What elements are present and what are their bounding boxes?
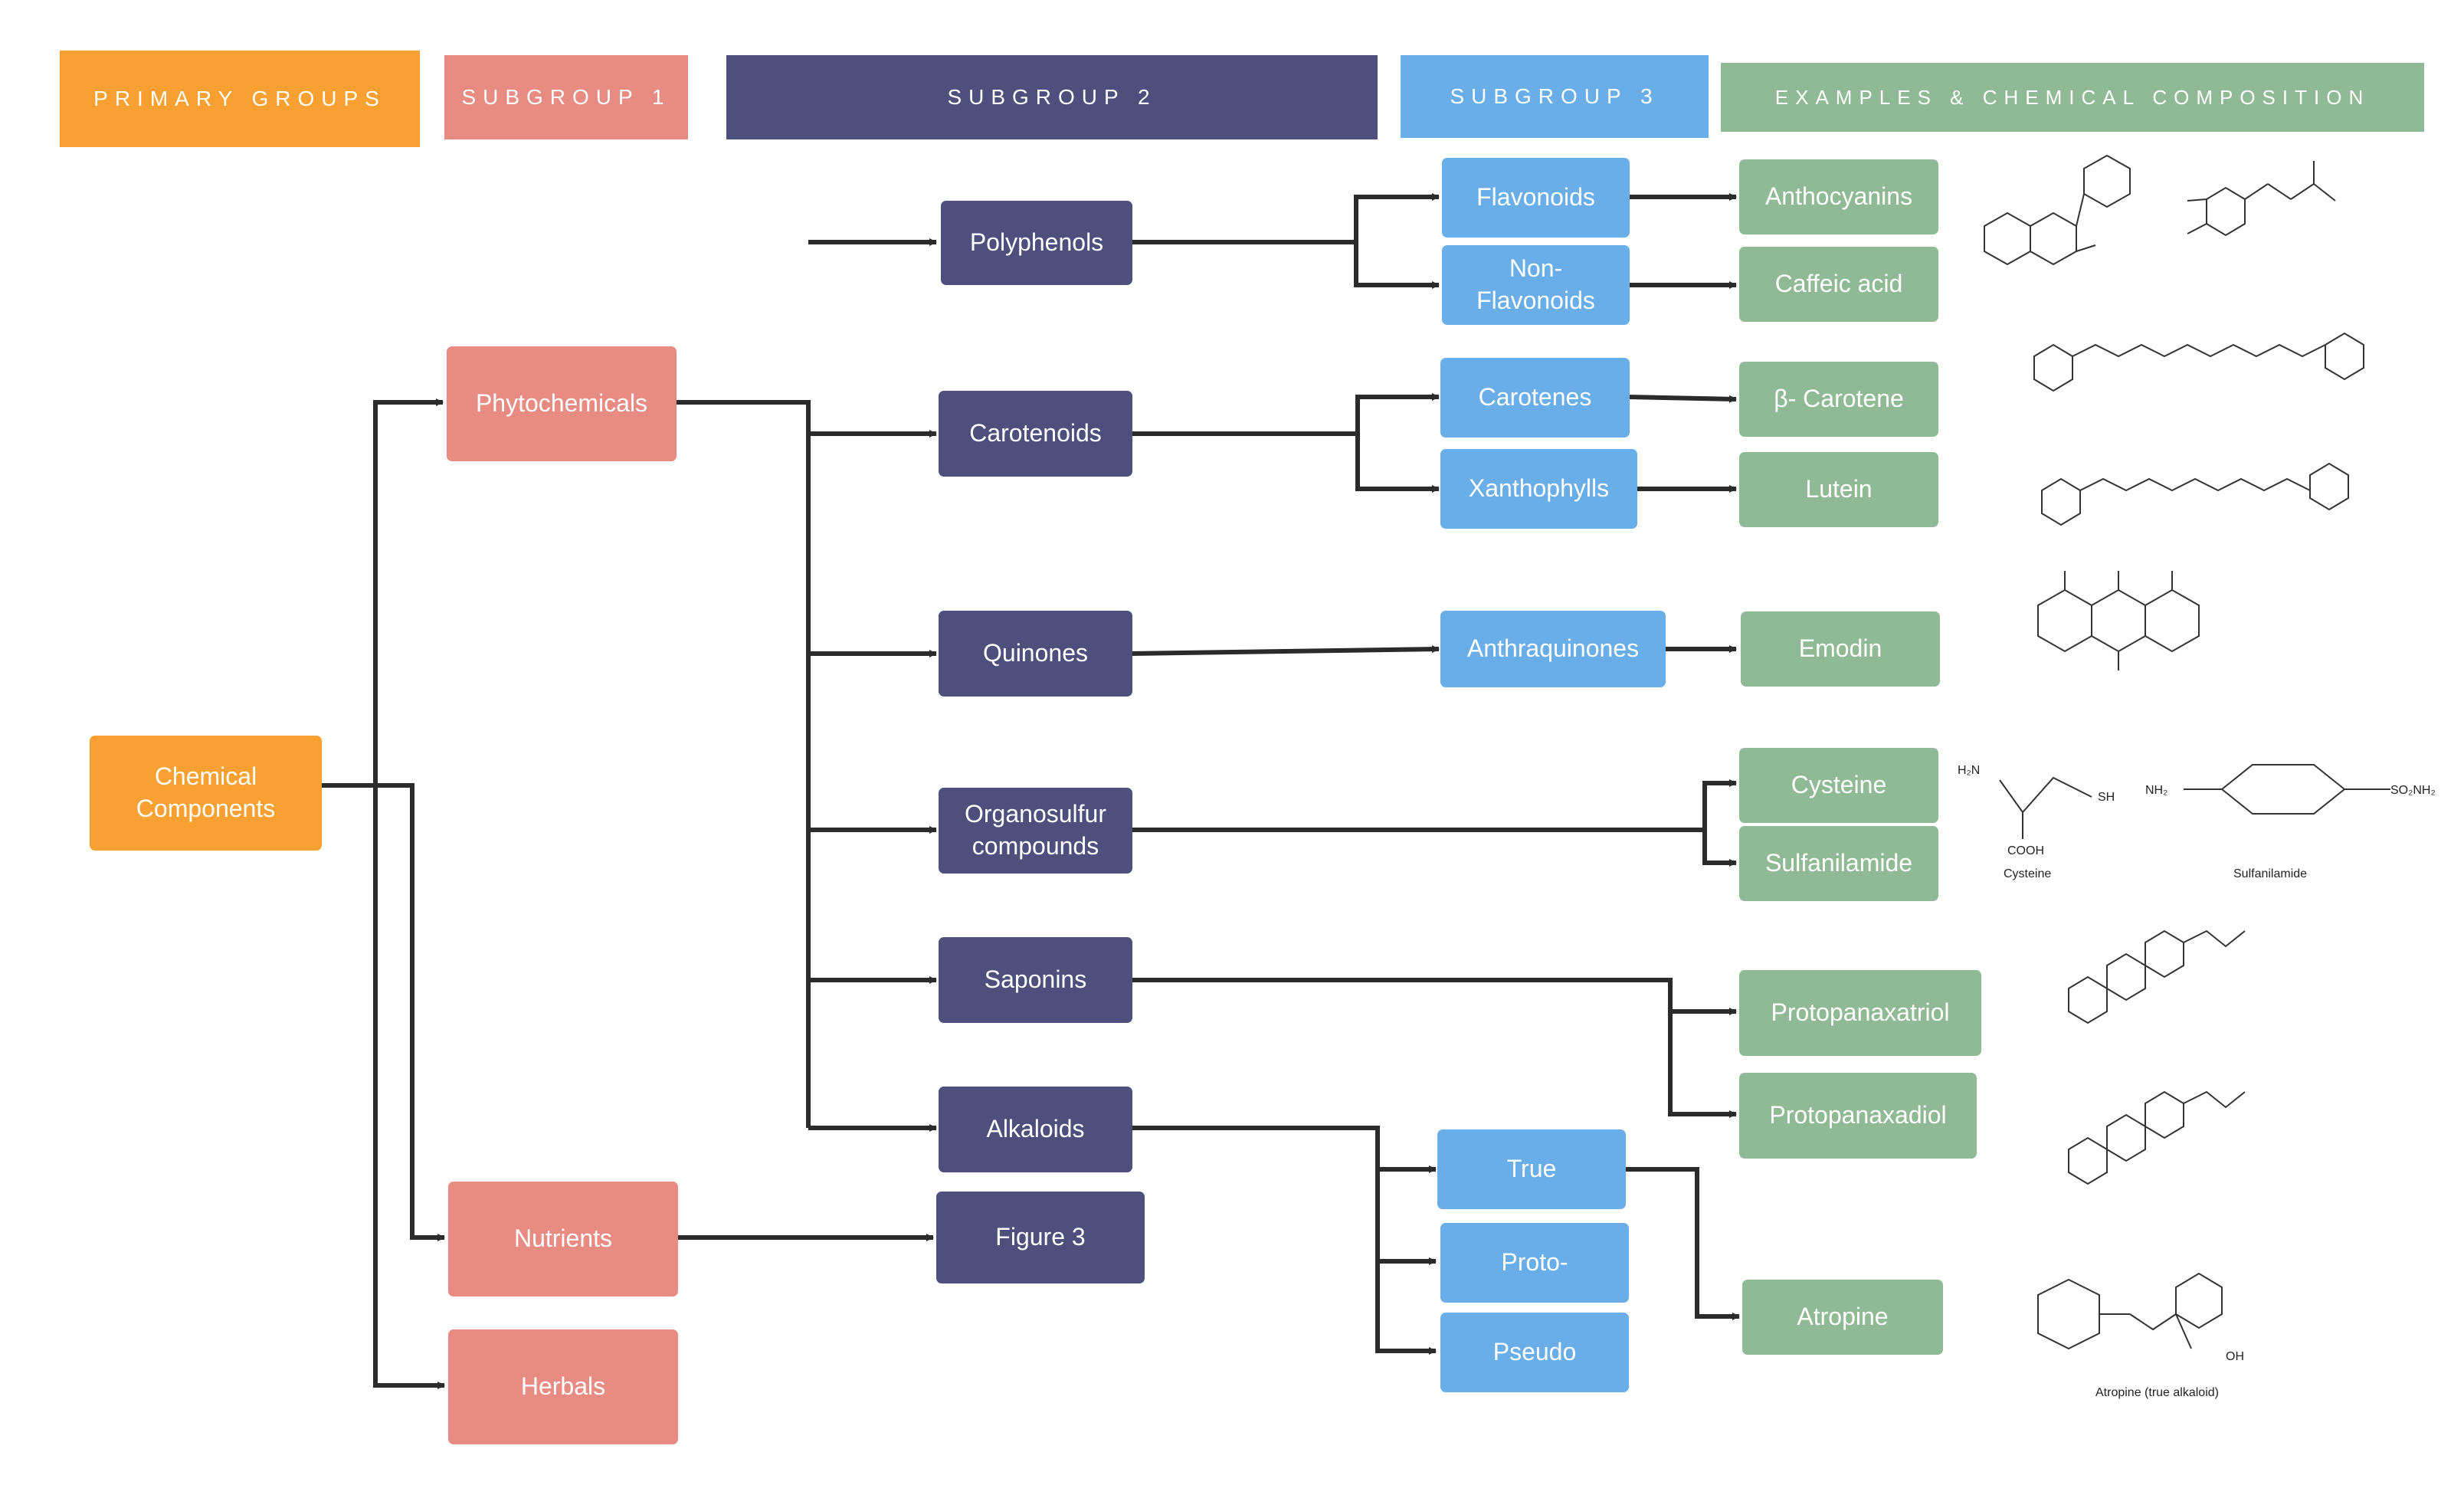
connector-chem-phyto	[318, 398, 444, 788]
node-chemical-components: Chemical Components	[90, 736, 322, 851]
node-emodin: Emodin	[1741, 611, 1940, 687]
node-anthocyanins: Anthocyanins	[1739, 159, 1938, 234]
node-caffeic-acid: Caffeic acid	[1739, 247, 1938, 322]
beta-carotene-structure	[2033, 332, 2364, 392]
caffeic-acid-structure	[2187, 161, 2336, 237]
connector-saponins-protopanaxatriol	[1130, 978, 1737, 1015]
node-sulfanilamide: Sulfanilamide	[1739, 826, 1938, 901]
cysteine-structure	[1999, 776, 2092, 839]
connector-carotenoids-carotenes	[1130, 393, 1440, 436]
node-xanthophylls: Xanthophylls	[1440, 449, 1637, 529]
protopanaxadiol-structure	[2068, 1090, 2246, 1185]
cysteine-caption: Cysteine	[2004, 867, 2051, 880]
node-carotenes: Carotenes	[1440, 358, 1630, 438]
node-pseudo: Pseudo	[1440, 1313, 1629, 1392]
connector-carotenoids-xanthophylls	[1355, 434, 1440, 493]
node-saponins: Saponins	[939, 937, 1132, 1023]
connector-organosulfur-sulfanilamide	[1702, 830, 1737, 867]
node-atropine: Atropine	[1742, 1280, 1943, 1355]
node-lutein: Lutein	[1739, 452, 1938, 527]
node-nutrients: Nutrients	[448, 1182, 678, 1297]
node-figure-3: Figure 3	[936, 1192, 1145, 1283]
node-protopanaxatriol: Protopanaxatriol	[1739, 970, 1981, 1056]
cysteine-sh-label: SH	[2098, 791, 2115, 804]
sulfanilamide-so2nh2-label: SO₂NH₂	[2390, 784, 2436, 797]
node-phytochemicals: Phytochemicals	[447, 346, 677, 461]
node-quinones: Quinones	[939, 611, 1132, 697]
header-examples: EXAMPLES & CHEMICAL COMPOSITION	[1721, 63, 2424, 132]
connector-alkaloids-true	[1130, 1126, 1437, 1173]
node-organosulfur: Organosulfur compounds	[939, 788, 1132, 874]
connector-carotenes-betacarotene	[1627, 395, 1737, 403]
sulfanilamide-structure	[2184, 764, 2390, 815]
node-protopanaxadiol: Protopanaxadiol	[1739, 1073, 1977, 1159]
sulfanilamide-caption: Sulfanilamide	[2233, 867, 2307, 880]
connector-saponins-protopanaxadiol	[1668, 1011, 1737, 1118]
node-proto: Proto-	[1440, 1223, 1629, 1303]
node-herbals: Herbals	[448, 1329, 678, 1444]
anthocyanin-structure	[1984, 154, 2131, 266]
node-anthraquinones: Anthraquinones	[1440, 611, 1666, 687]
sulfanilamide-nh2-label: NH₂	[2145, 784, 2167, 797]
node-beta-carotene: β- Carotene	[1739, 362, 1938, 437]
protopanaxatriol-structure	[2068, 929, 2246, 1024]
header-subgroup-1: SUBGROUP 1	[444, 55, 688, 139]
node-true: True	[1437, 1129, 1626, 1209]
header-subgroup-3: SUBGROUP 3	[1401, 55, 1709, 138]
connector-alkaloids-proto	[1375, 1169, 1437, 1265]
node-cysteine: Cysteine	[1739, 748, 1938, 823]
emodin-structure	[2037, 571, 2200, 670]
lutein-structure	[2041, 462, 2349, 526]
node-polyphenols: Polyphenols	[941, 201, 1132, 285]
connector-alkaloids-pseudo	[1375, 1261, 1437, 1355]
atropine-oh-label: OH	[2226, 1350, 2244, 1363]
connector-polyphenols-nonflavonoids	[1354, 242, 1440, 289]
connector-true-atropine	[1623, 1167, 1740, 1320]
cysteine-h2n-label: H₂N	[1958, 764, 1980, 777]
atropine-structure	[2037, 1272, 2223, 1350]
header-subgroup-2: SUBGROUP 2	[726, 55, 1378, 139]
connector-chem-nutrients	[318, 783, 445, 1241]
connector-organosulfur-cysteine	[1130, 779, 1737, 832]
connector-chem-herbals	[373, 785, 445, 1389]
connector-quinones-anthraquinones	[1129, 645, 1440, 656]
node-carotenoids: Carotenoids	[939, 391, 1132, 477]
node-flavonoids: Flavonoids	[1442, 158, 1630, 238]
node-non-flavonoids: Non- Flavonoids	[1442, 245, 1630, 325]
connector-phyto-trunk	[674, 400, 811, 1128]
connector-polyphenols-flavonoids	[1130, 193, 1440, 244]
cysteine-cooh-label: COOH	[2007, 844, 2044, 857]
header-primary-groups: PRIMARY GROUPS	[60, 51, 420, 147]
atropine-caption: Atropine (true alkaloid)	[2095, 1386, 2219, 1399]
node-alkaloids: Alkaloids	[939, 1087, 1132, 1172]
